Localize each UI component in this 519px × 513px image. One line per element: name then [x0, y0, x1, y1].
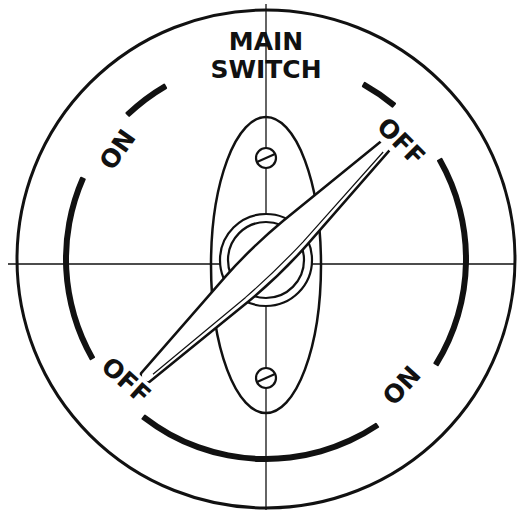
dial-arc — [125, 84, 167, 117]
position-label: ON — [375, 359, 428, 414]
dial-rim — [17, 10, 515, 508]
switch-lever — [129, 128, 402, 394]
dial-arc — [63, 177, 95, 360]
dial-arc — [141, 415, 379, 462]
position-label: OFF — [94, 350, 158, 412]
dial-title: MAIN SWITCH — [207, 28, 324, 84]
dial-arc — [433, 158, 469, 366]
crosshair-lines — [8, 4, 514, 510]
position-label: ON — [93, 122, 144, 178]
dial-arc — [362, 82, 396, 108]
dial-arcs — [63, 82, 469, 462]
